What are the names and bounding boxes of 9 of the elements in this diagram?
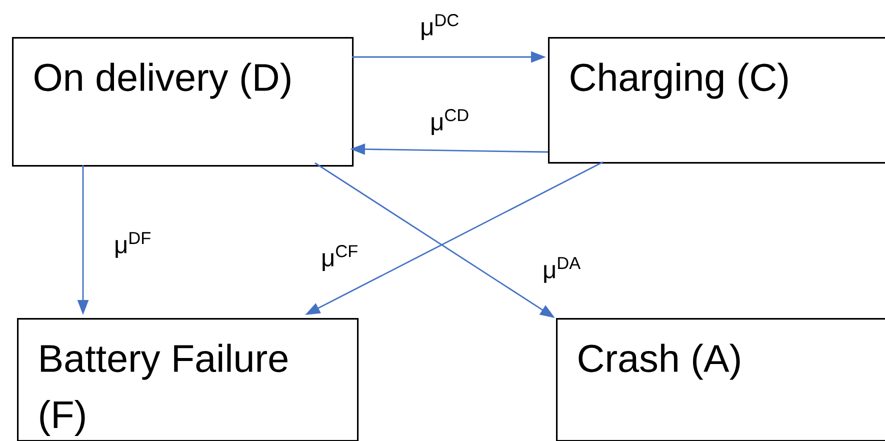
edge-label: μ$^{CD}$ [427,106,473,138]
state-box: Crash (A) [556,318,885,441]
state-box: Battery Failure (F) [17,318,359,441]
edge-label: μ$^{CF}$ [318,242,362,274]
edge-label: μ$^{DF}$ [111,230,155,261]
edge-label: μ$^{DA}$ [540,254,584,286]
state-box: On delivery (D) [12,37,354,167]
state-box: Charging (C) [548,37,885,164]
edge-label: μ$^{DC}$ [417,11,463,43]
